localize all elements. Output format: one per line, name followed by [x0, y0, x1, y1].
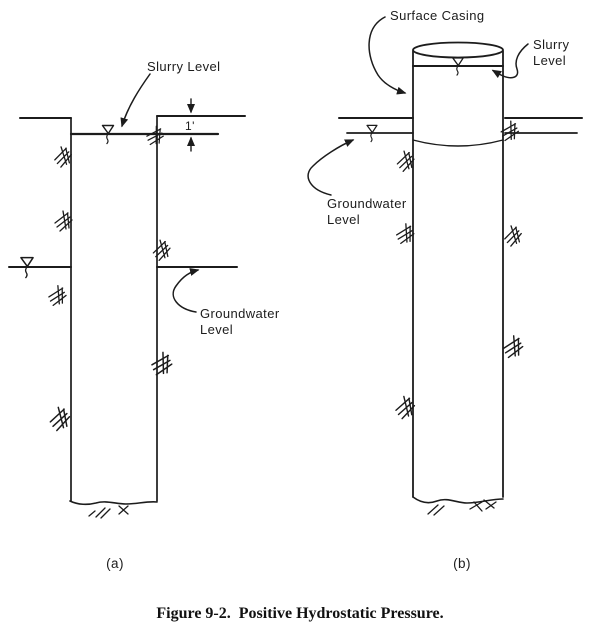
slurry-depth-dimension-a: 1' — [185, 98, 195, 152]
soil-hatch — [395, 222, 416, 246]
groundwater-arrow-a — [172, 268, 200, 313]
dimension-text: 1' — [185, 119, 195, 133]
bottom-hatch-marks-a — [88, 505, 129, 519]
panel-a: 1' Slurry Level Groundwater Level (a) — [8, 59, 280, 571]
surface-casing-arrow — [368, 16, 407, 95]
soil-hatch — [149, 350, 174, 378]
panel-b-label: (b) — [453, 556, 471, 571]
soil-hatch — [52, 144, 74, 169]
groundwater-label-b-line1: Groundwater — [327, 196, 407, 211]
soil-hatch — [54, 210, 73, 232]
soil-hatch — [47, 284, 68, 308]
panel-b: Surface Casing Slurry Level Groundwater … — [307, 8, 583, 571]
soil-hatch — [151, 238, 172, 262]
shaft-bottom-a — [69, 500, 158, 506]
surface-casing-bottom-edge — [412, 139, 504, 147]
bottom-hatch-marks-b — [427, 499, 497, 516]
soil-hatch — [48, 405, 72, 432]
shaft-bottom-b — [412, 496, 504, 504]
soil-hatch — [502, 334, 525, 360]
slurry-level-label-a: Slurry Level — [147, 59, 220, 74]
slurry-level-arrow-b — [491, 43, 529, 79]
surface-casing-rim — [412, 41, 504, 59]
slurry-level-arrow-a — [120, 73, 151, 128]
groundwater-arrow-b — [307, 139, 355, 196]
slurry-level-label-b-line2: Level — [533, 53, 566, 68]
slurry-level-label-b-line1: Slurry — [533, 37, 569, 52]
surface-casing-label: Surface Casing — [390, 8, 484, 23]
groundwater-label-a-line2: Level — [200, 322, 233, 337]
groundwater-label-a-line1: Groundwater — [200, 306, 280, 321]
soil-hatch — [144, 124, 166, 148]
soil-hatch — [502, 223, 524, 248]
figure-caption: Figure 9-2. Positive Hydrostatic Pressur… — [156, 605, 444, 622]
panel-a-label: (a) — [106, 556, 124, 571]
groundwater-label-b-line2: Level — [327, 212, 360, 227]
